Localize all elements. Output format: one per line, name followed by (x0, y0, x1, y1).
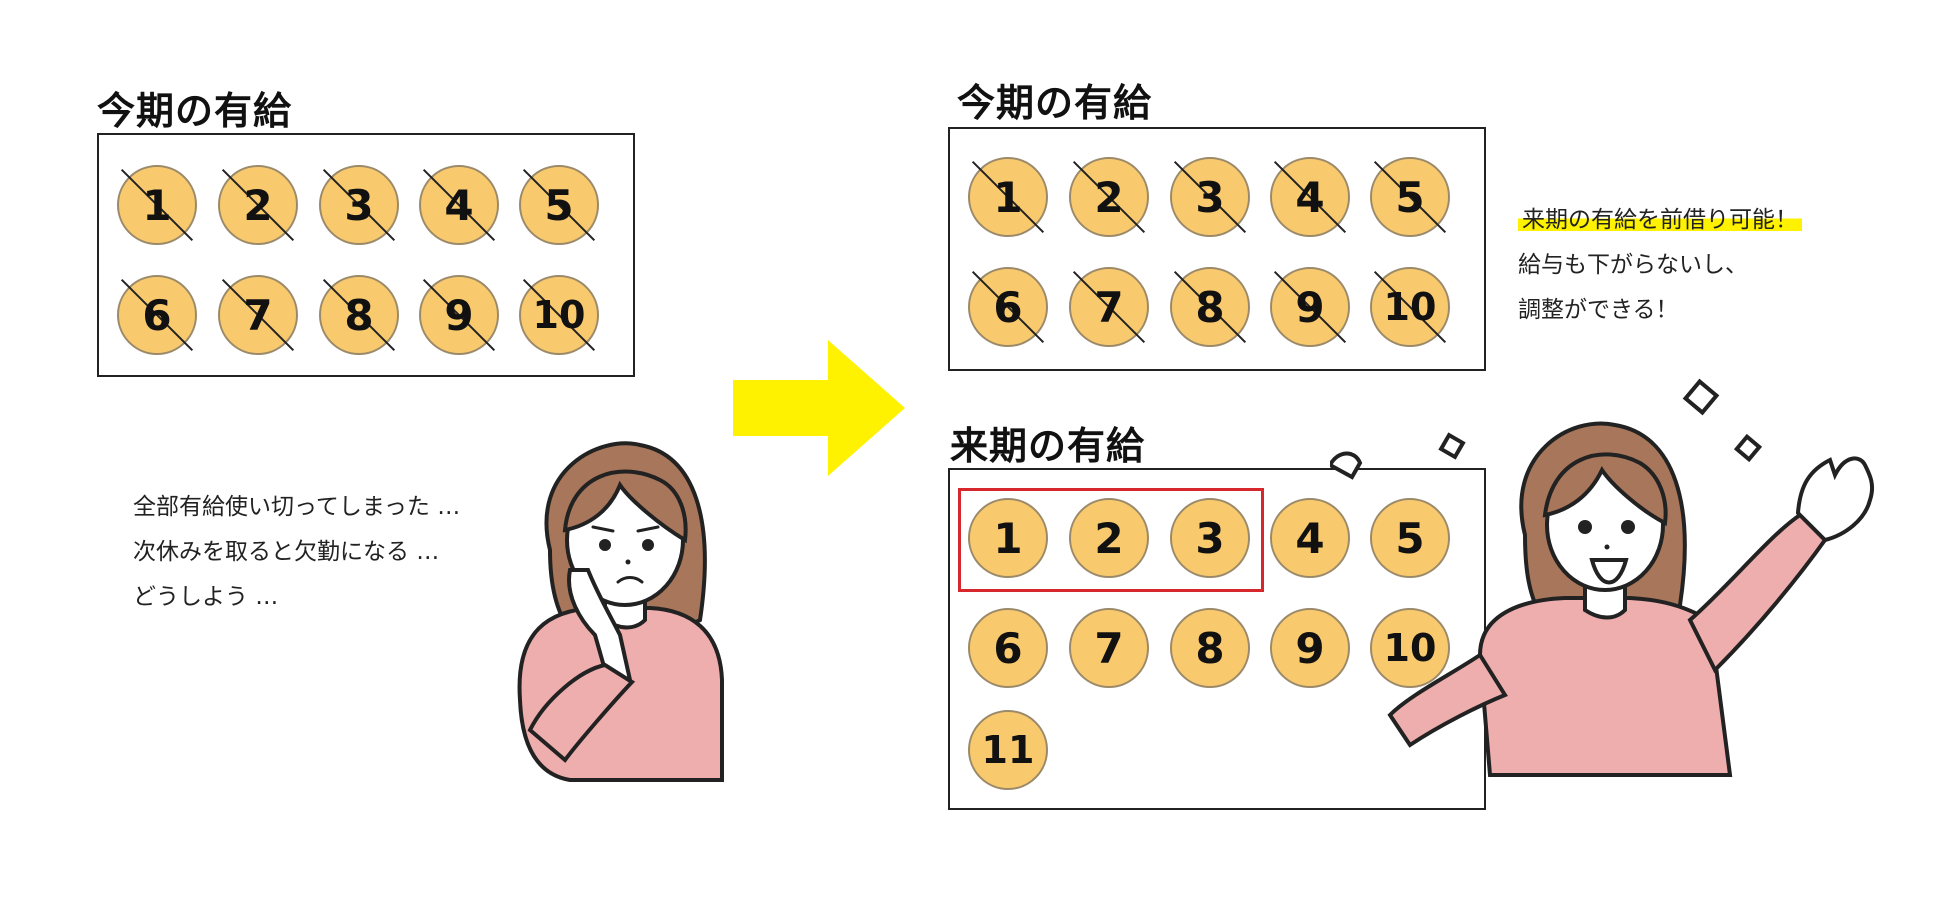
left-coin-2: 2 (218, 165, 298, 245)
worried-woman-illustration (510, 430, 740, 790)
right-current-coin-2: 2 (1069, 157, 1149, 237)
right-current-coin-5: 5 (1370, 157, 1450, 237)
left-message-line-2: 次休みを取ると欠勤になる … (133, 530, 460, 575)
left-message: 全部有給使い切ってしまった … 次休みを取ると欠勤になる … どうしよう … (133, 485, 460, 620)
right-message: 来期の有給を前借り可能！ 給与も下がらないし、 調整ができる！ (1518, 198, 1802, 333)
right-next-coin-3: 3 (1170, 498, 1250, 578)
left-coin-5: 5 (519, 165, 599, 245)
right-current-coin-6: 6 (968, 267, 1048, 347)
left-coin-6: 6 (117, 275, 197, 355)
left-coin-4: 4 (419, 165, 499, 245)
arrow-right-icon (733, 340, 905, 476)
left-coin-9: 9 (419, 275, 499, 355)
right-current-coin-10: 10 (1370, 267, 1450, 347)
right-current-coin-1: 1 (968, 157, 1048, 237)
right-current-coin-8: 8 (1170, 267, 1250, 347)
left-coin-3: 3 (319, 165, 399, 245)
right-current-leave-panel: 1 2 3 4 5 6 7 8 9 10 (948, 127, 1486, 371)
left-message-line-1: 全部有給使い切ってしまった … (133, 485, 460, 530)
right-next-coin-2: 2 (1069, 498, 1149, 578)
right-next-coin-7: 7 (1069, 608, 1149, 688)
right-next-heading: 来期の有給 (950, 415, 1145, 470)
right-current-coin-7: 7 (1069, 267, 1149, 347)
right-current-coin-3: 3 (1170, 157, 1250, 237)
right-current-coin-4: 4 (1270, 157, 1350, 237)
right-next-coin-1: 1 (968, 498, 1048, 578)
left-coin-8: 8 (319, 275, 399, 355)
left-message-line-3: どうしよう … (133, 575, 460, 620)
right-message-highlight: 来期の有給を前借り可能！ (1518, 207, 1802, 233)
right-next-coin-11: 11 (968, 710, 1048, 790)
right-message-line-3: 調整ができる！ (1518, 288, 1802, 333)
right-current-coin-9: 9 (1270, 267, 1350, 347)
right-message-line-2: 給与も下がらないし、 (1518, 243, 1802, 288)
left-current-leave-panel: 1 2 3 4 5 6 7 8 9 10 (97, 133, 635, 377)
right-next-coin-6: 6 (968, 608, 1048, 688)
left-coin-10: 10 (519, 275, 599, 355)
left-coin-1: 1 (117, 165, 197, 245)
right-message-line-1: 来期の有給を前借り可能！ (1518, 198, 1802, 243)
left-coin-7: 7 (218, 275, 298, 355)
left-heading: 今期の有給 (97, 80, 292, 135)
right-current-heading: 今期の有給 (957, 72, 1152, 127)
right-next-coin-8: 8 (1170, 608, 1250, 688)
happy-woman-illustration (1330, 415, 1885, 780)
